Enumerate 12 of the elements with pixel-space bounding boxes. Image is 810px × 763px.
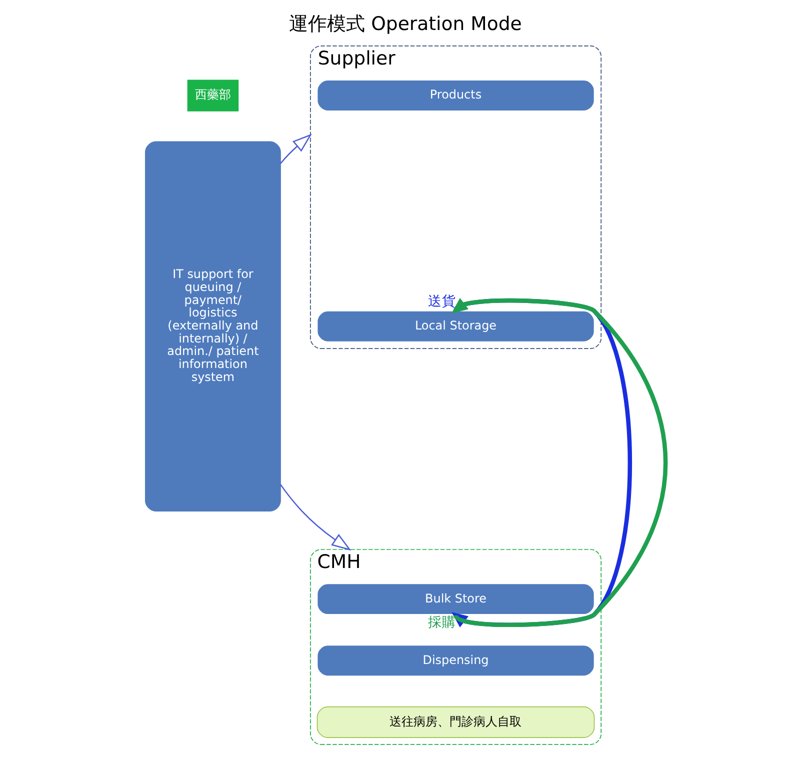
node-box: Bulk Store (316, 583, 594, 615)
arrow (280, 484, 351, 551)
node-box: 西藥部 (186, 80, 238, 112)
diagram-title: 運作模式 Operation Mode (288, 14, 522, 36)
node-box: Products (316, 80, 594, 112)
node-box: Dispensing (316, 644, 594, 676)
edge-label: 送貨 (428, 294, 456, 310)
arrow (280, 134, 312, 164)
node-box: 送往病房、門診病人自取 (316, 706, 594, 738)
node-box: Local Storage (316, 310, 594, 342)
edge-label: 採購 (428, 614, 456, 630)
node-box: IT support for queuing / payment/ logistics (externally and internally) / admin./ patient information system (144, 141, 280, 512)
